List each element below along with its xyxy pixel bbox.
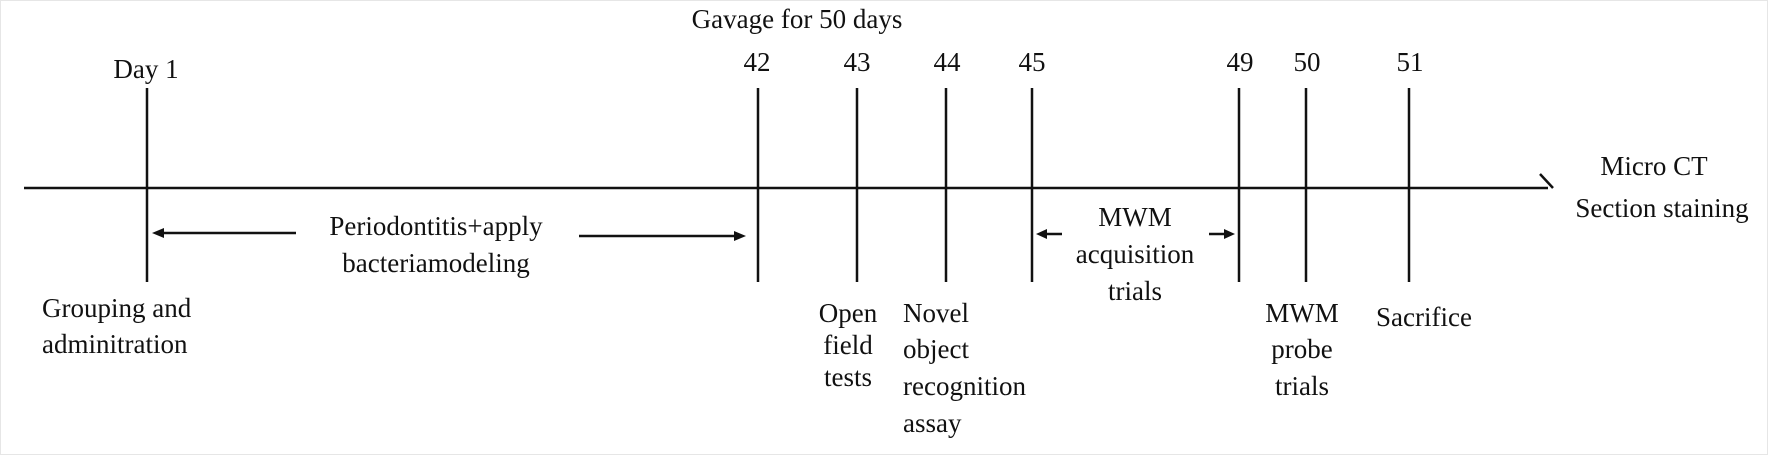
day-label-45: 45 xyxy=(1019,47,1046,77)
event-open-field-line-2: field xyxy=(823,330,873,360)
day-label-51: 51 xyxy=(1397,47,1424,77)
event-novel-object-line-3: recognition xyxy=(903,371,1026,401)
phase-arrow-left-head xyxy=(152,228,164,238)
day-label-50: 50 xyxy=(1294,47,1321,77)
event-sacrifice: Sacrifice xyxy=(1376,302,1472,332)
event-novel-object-line-4: assay xyxy=(903,408,962,438)
endpoint-label-line-1: Micro CT xyxy=(1600,151,1708,181)
day-label-49: 49 xyxy=(1227,47,1254,77)
event-mwm-probe-line-1: MWM xyxy=(1265,298,1339,328)
event-novel-object-line-1: Novel xyxy=(903,298,969,328)
phase-label-modeling-line-1: Periodontitis+apply xyxy=(329,211,543,241)
phase-label-mwm-line-3: trials xyxy=(1108,276,1162,306)
diagram-title: Gavage for 50 days xyxy=(692,4,903,34)
event-mwm-probe-line-3: trials xyxy=(1275,371,1329,401)
phase-arrow-right-head xyxy=(734,231,746,241)
timeline-axis-end-tick xyxy=(1539,173,1554,189)
day-label-43: 43 xyxy=(844,47,871,77)
event-open-field-line-1: Open xyxy=(819,298,878,328)
phase-label-modeling-line-2: bacteriamodeling xyxy=(342,248,529,278)
event-grouping-line-2: adminitration xyxy=(42,329,188,359)
event-open-field-line-3: tests xyxy=(824,362,872,392)
phase-label-mwm-line-2: acquisition xyxy=(1076,239,1195,269)
mwm-arrow-right-head xyxy=(1224,229,1235,239)
phase-label-mwm-line-1: MWM xyxy=(1098,202,1172,232)
event-novel-object-line-2: object xyxy=(903,334,969,364)
mwm-arrow-left-head xyxy=(1036,229,1047,239)
event-grouping-line-1: Grouping and xyxy=(42,293,192,323)
event-mwm-probe-line-2: probe xyxy=(1271,334,1332,364)
day-label-42: 42 xyxy=(744,47,771,77)
day-label-1: Day 1 xyxy=(113,54,178,84)
endpoint-label-line-2: Section staining xyxy=(1575,193,1748,223)
day-label-44: 44 xyxy=(934,47,962,77)
